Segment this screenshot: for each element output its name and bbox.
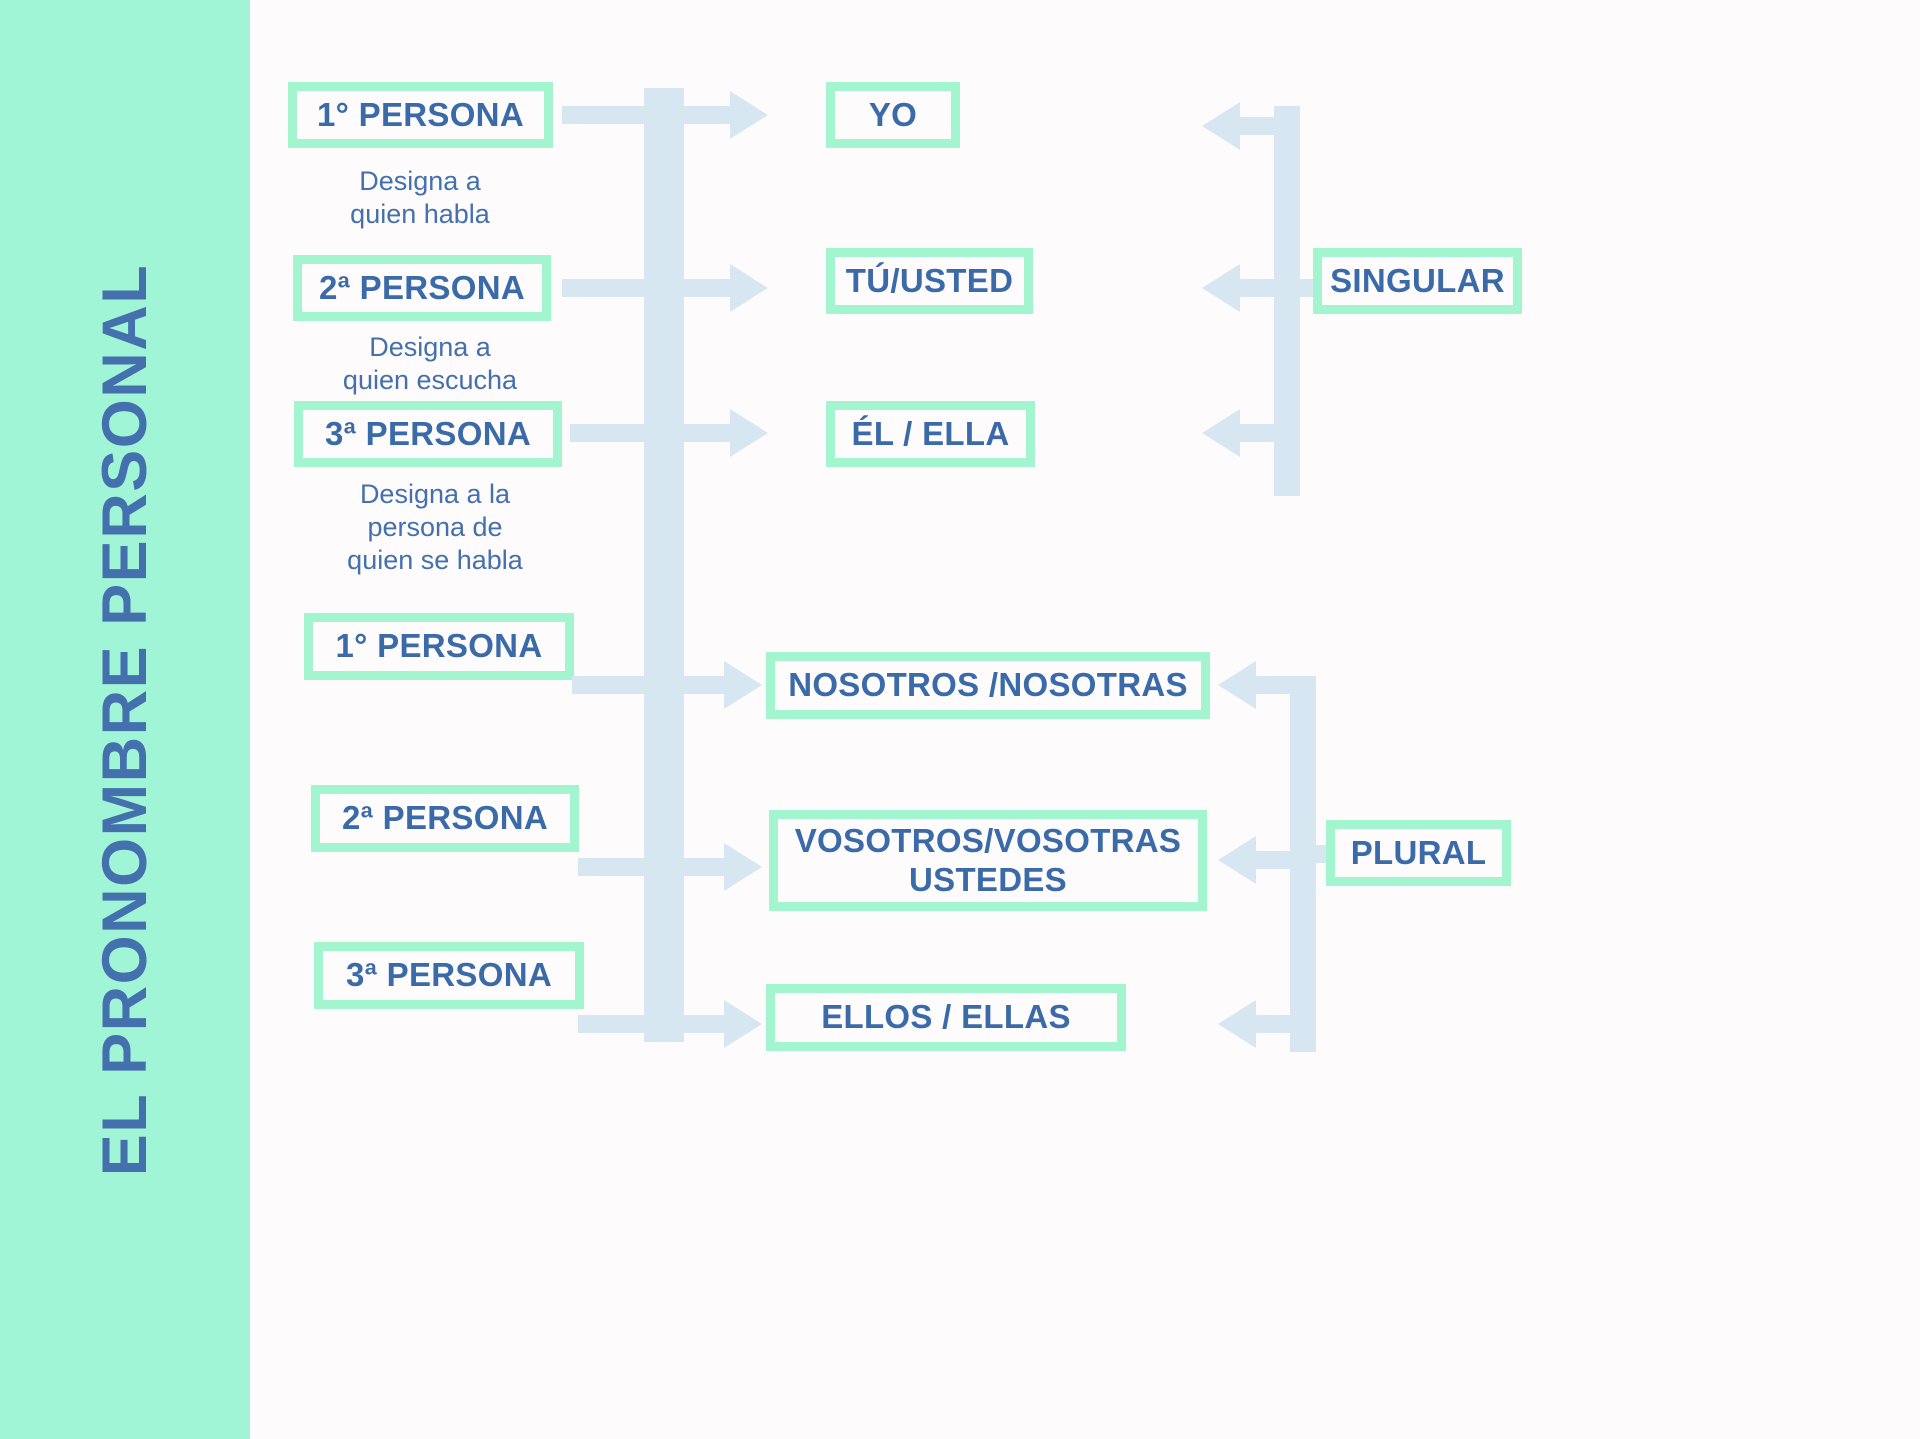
plural-person-2-box[interactable]: 2ª PERSONA bbox=[311, 785, 579, 852]
plural-pronoun-3-box[interactable]: ELLOS / ELLAS bbox=[766, 984, 1126, 1051]
singular-group-box[interactable]: SINGULAR bbox=[1313, 248, 1522, 314]
plural-bracket-arrowhead-1-icon bbox=[1218, 661, 1256, 709]
singular-row-3-arrowhead-icon bbox=[730, 409, 768, 457]
plural-group-box[interactable]: PLURAL bbox=[1326, 820, 1511, 886]
page-title: EL PRONOMBRE PERSONAL bbox=[90, 263, 160, 1176]
plural-row-1-arrowhead-icon bbox=[724, 661, 762, 709]
singular-pronoun-3-label: ÉL / ELLA bbox=[851, 414, 1010, 452]
singular-bracket-stem-3 bbox=[1240, 424, 1284, 442]
plural-pronoun-2-label: VOSOTROS/VOSOTRAS USTEDES bbox=[794, 821, 1182, 898]
plural-pronoun-1-box[interactable]: NOSOTROS /NOSOTRAS bbox=[766, 652, 1210, 719]
singular-person-1-box[interactable]: 1° PERSONA bbox=[288, 82, 553, 148]
singular-row-1-arrowhead-icon bbox=[730, 91, 768, 139]
plural-row-2-stem-left bbox=[578, 858, 652, 876]
singular-group-label: SINGULAR bbox=[1330, 261, 1505, 299]
singular-row-2-stem-right bbox=[676, 279, 734, 297]
plural-pronoun-3-label: ELLOS / ELLAS bbox=[821, 998, 1071, 1036]
plural-trunk-bar bbox=[644, 506, 684, 1042]
singular-note-2: Designa a quien escucha bbox=[342, 332, 518, 395]
singular-pronoun-3-box[interactable]: ÉL / ELLA bbox=[826, 401, 1035, 467]
plural-row-3-stem-right bbox=[676, 1015, 728, 1033]
plural-bracket-stem-3 bbox=[1256, 1015, 1300, 1033]
singular-pronoun-2-box[interactable]: TÚ/USTED bbox=[826, 248, 1033, 314]
singular-pronoun-1-box[interactable]: YO bbox=[826, 82, 960, 148]
singular-row-2-stem-left bbox=[562, 279, 652, 297]
singular-pronoun-2-label: TÚ/USTED bbox=[845, 261, 1014, 299]
singular-person-3-label: 3ª PERSONA bbox=[325, 414, 531, 452]
plural-group-label: PLURAL bbox=[1350, 833, 1487, 871]
singular-bracket-stem-2 bbox=[1240, 279, 1284, 297]
plural-bracket-stem-1 bbox=[1256, 676, 1300, 694]
singular-row-3-stem-left bbox=[570, 424, 652, 442]
plural-person-3-box[interactable]: 3ª PERSONA bbox=[314, 942, 584, 1009]
plural-row-3-arrowhead-icon bbox=[724, 1000, 762, 1048]
singular-row-2-arrowhead-icon bbox=[730, 264, 768, 312]
plural-bracket-stem-2 bbox=[1256, 851, 1300, 869]
singular-bracket-arrowhead-1-icon bbox=[1202, 102, 1240, 150]
plural-person-3-label: 3ª PERSONA bbox=[346, 956, 552, 994]
plural-person-1-box[interactable]: 1° PERSONA bbox=[304, 613, 574, 680]
title-band: EL PRONOMBRE PERSONAL bbox=[0, 0, 250, 1439]
singular-person-2-box[interactable]: 2ª PERSONA bbox=[293, 255, 551, 321]
singular-bracket-arrowhead-2-icon bbox=[1202, 264, 1240, 312]
plural-row-2-arrowhead-icon bbox=[724, 843, 762, 891]
singular-pronoun-1-label: YO bbox=[868, 95, 918, 133]
singular-trunk-bar bbox=[644, 88, 684, 506]
plural-row-1-stem-left bbox=[572, 676, 652, 694]
singular-row-1-stem-right bbox=[676, 106, 734, 124]
singular-group-connector bbox=[1293, 279, 1315, 297]
plural-pronoun-2-box[interactable]: VOSOTROS/VOSOTRAS USTEDES bbox=[769, 810, 1207, 911]
singular-note-1: Designa a quien habla bbox=[350, 166, 490, 229]
singular-bracket-stem-1 bbox=[1240, 117, 1284, 135]
plural-row-3-stem-left bbox=[578, 1015, 652, 1033]
plural-person-2-label: 2ª PERSONA bbox=[342, 799, 548, 837]
plural-group-connector bbox=[1309, 845, 1331, 863]
plural-row-2-stem-right bbox=[676, 858, 728, 876]
singular-row-3-stem-right bbox=[676, 424, 734, 442]
singular-row-1-stem-left bbox=[562, 106, 652, 124]
singular-note-3: Designa a la persona de quien se habla bbox=[347, 479, 523, 575]
plural-bracket-arrowhead-3-icon bbox=[1218, 1000, 1256, 1048]
singular-person-1-label: 1° PERSONA bbox=[317, 95, 524, 133]
singular-person-3-box[interactable]: 3ª PERSONA bbox=[294, 401, 562, 467]
plural-bracket-arrowhead-2-icon bbox=[1218, 836, 1256, 884]
plural-person-1-label: 1° PERSONA bbox=[335, 627, 543, 665]
singular-bracket-arrowhead-3-icon bbox=[1202, 409, 1240, 457]
plural-row-1-stem-right bbox=[676, 676, 728, 694]
singular-person-2-label: 2ª PERSONA bbox=[319, 268, 525, 306]
plural-pronoun-1-label: NOSOTROS /NOSOTRAS bbox=[788, 666, 1188, 704]
